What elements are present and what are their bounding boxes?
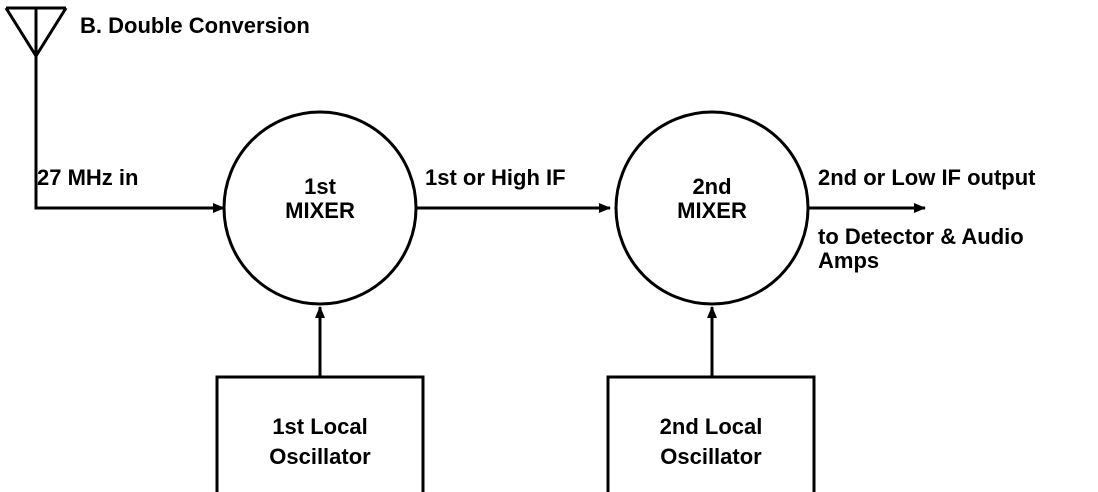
- osc1-label: 1st Local Oscillator: [217, 412, 423, 472]
- output-label: 2nd or Low IF output: [818, 165, 1036, 190]
- diagram-title: B. Double Conversion: [80, 13, 310, 38]
- output-dest-line1: to Detector & Audio: [818, 224, 1024, 249]
- osc2-label: 2nd Local Oscillator: [608, 412, 814, 472]
- mixer2-label: 2nd MIXER: [632, 175, 792, 223]
- output-dest-line2: Amps: [818, 248, 880, 273]
- output-destination: to Detector & Audio Amps: [818, 225, 1024, 273]
- antenna-icon: [4, 6, 68, 57]
- mixer2-line1: 2nd: [692, 174, 732, 199]
- input-label: 27 MHz in: [37, 165, 139, 190]
- osc1-line1: 1st Local: [272, 414, 368, 439]
- mixer1-line1: 1st: [304, 174, 336, 199]
- mixer2-line2: MIXER: [677, 198, 747, 223]
- osc2-line1: 2nd Local: [659, 414, 763, 439]
- mixer1-line2: MIXER: [285, 198, 355, 223]
- osc2-line2: Oscillator: [660, 444, 762, 469]
- if1-label: 1st or High IF: [425, 165, 566, 190]
- input-line: [34, 56, 225, 213]
- mixer1-label: 1st MIXER: [240, 175, 400, 223]
- osc1-line2: Oscillator: [269, 444, 371, 469]
